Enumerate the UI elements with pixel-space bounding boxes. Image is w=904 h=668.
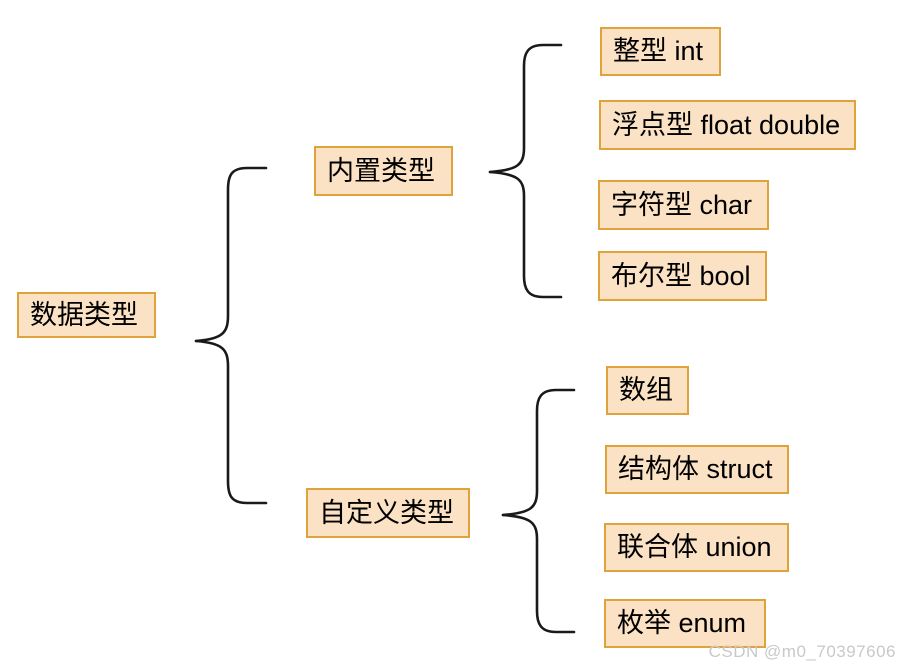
node-struct[interactable]: 结构体 struct	[605, 445, 789, 494]
node-label: 联合体 union	[617, 532, 772, 562]
node-union[interactable]: 联合体 union	[604, 523, 789, 572]
root-brace	[194, 166, 268, 505]
node-label: 内置类型	[327, 155, 435, 186]
node-char[interactable]: 字符型 char	[598, 180, 769, 230]
node-builtin-type[interactable]: 内置类型	[314, 146, 453, 196]
node-enum[interactable]: 枚举 enum	[604, 599, 766, 648]
node-custom-type[interactable]: 自定义类型	[306, 488, 470, 538]
watermark: CSDN @m0_70397606	[708, 642, 896, 661]
node-label: 数组	[619, 375, 673, 405]
node-label: 字符型 char	[611, 189, 753, 220]
node-array[interactable]: 数组	[606, 366, 689, 415]
node-bool[interactable]: 布尔型 bool	[598, 251, 767, 301]
node-label: 枚举 enum	[617, 608, 747, 638]
node-label: 整型 int	[613, 36, 704, 66]
node-label: 结构体 struct	[618, 454, 773, 484]
node-int[interactable]: 整型 int	[600, 27, 721, 76]
builtin-brace	[488, 43, 563, 299]
node-label: 数据类型	[30, 299, 138, 330]
node-label: 布尔型 bool	[611, 260, 751, 291]
node-root-data-type[interactable]: 数据类型	[17, 292, 156, 338]
custom-brace	[501, 388, 576, 634]
node-float-double[interactable]: 浮点型 float double	[599, 100, 856, 150]
node-label: 浮点型 float double	[612, 109, 841, 140]
node-label: 自定义类型	[319, 497, 454, 528]
